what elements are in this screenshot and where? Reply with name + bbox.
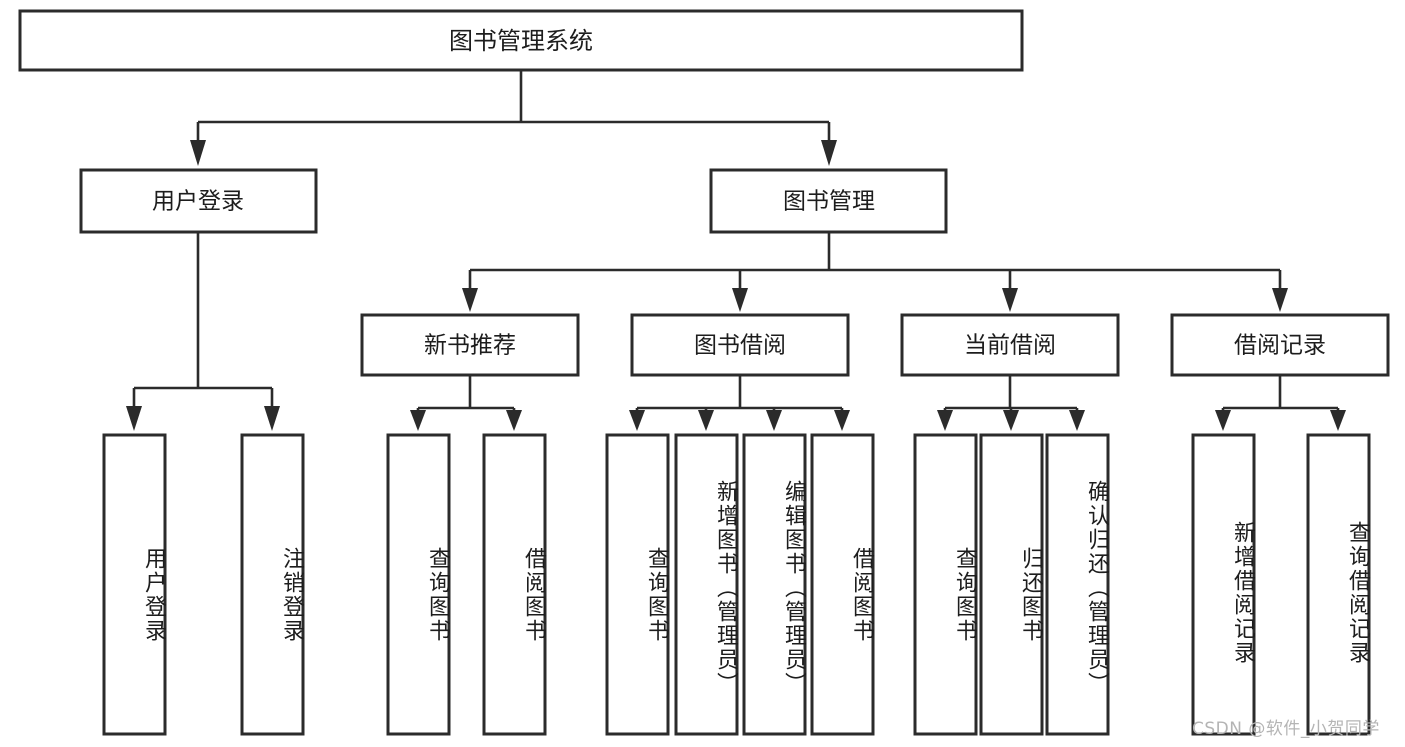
node-borrow-record-box[interactable] xyxy=(1170,313,1390,377)
node-new-book-recommend-box[interactable] xyxy=(360,313,580,377)
node-current-borrow[interactable]: 当前借阅 xyxy=(900,313,1120,377)
node-current-borrow-box[interactable] xyxy=(900,313,1120,377)
leaf-box-return-book[interactable] xyxy=(979,433,1044,736)
leaf-box-query-book-3[interactable] xyxy=(913,433,978,736)
leaf-box-query-book-2[interactable] xyxy=(605,433,670,736)
arrow-leaf-add-record xyxy=(1215,410,1231,431)
node-book-management-label: 图书管理 xyxy=(783,189,875,215)
leaf-box-edit-book[interactable] xyxy=(742,433,807,736)
leaf-box-borrow-book-2[interactable] xyxy=(810,433,875,736)
leaf-box-logout[interactable] xyxy=(240,433,305,736)
arrow-leaf-query-book-3 xyxy=(937,410,953,431)
arrow-leaf-return-book xyxy=(1003,410,1019,431)
node-root-label: 图书管理系统 xyxy=(449,27,593,55)
arrow-to-book-borrow xyxy=(732,288,748,312)
arrow-to-borrow-record xyxy=(1272,288,1288,312)
node-book-borrow[interactable]: 图书借阅 xyxy=(630,313,850,377)
arrow-leaf-query-book-1 xyxy=(410,410,426,431)
leaf-box-group xyxy=(102,433,1371,736)
arrow-to-current-borrow xyxy=(1002,288,1018,312)
node-book-borrow-label: 图书借阅 xyxy=(694,333,786,359)
leaf-box-borrow-book-1[interactable] xyxy=(482,433,547,736)
node-user-login[interactable]: 用户登录 xyxy=(79,168,318,234)
node-root[interactable]: 图书管理系统 xyxy=(18,9,1024,72)
node-current-borrow-label: 当前借阅 xyxy=(964,333,1056,359)
arrow-leaf-add-book xyxy=(698,410,714,431)
node-new-book-recommend[interactable]: 新书推荐 xyxy=(360,313,580,377)
arrow-leaf-borrow-book-2 xyxy=(834,410,850,431)
csdn-watermark: CSDN @软件_小贺同学 xyxy=(1192,719,1380,739)
leaf-box-add-book[interactable] xyxy=(674,433,739,736)
arrow-leaf-query-record xyxy=(1330,410,1346,431)
node-new-book-recommend-label: 新书推荐 xyxy=(424,333,516,359)
node-user-login-box[interactable] xyxy=(79,168,318,234)
arrow-leaf-query-book-2 xyxy=(629,410,645,431)
arrow-leaf-borrow-book-1 xyxy=(506,410,522,431)
node-user-login-label: 用户登录 xyxy=(152,189,244,215)
leaf-box-add-record[interactable] xyxy=(1191,433,1256,736)
node-book-management-box[interactable] xyxy=(709,168,948,234)
leaf-box-confirm-return[interactable] xyxy=(1045,433,1110,736)
arrow-leaf-confirm-return xyxy=(1069,410,1085,431)
arrow-leaf-logout xyxy=(264,406,280,431)
leaf-box-query-book-1[interactable] xyxy=(386,433,451,736)
connector-group xyxy=(126,70,1346,431)
arrow-to-new-book-rec xyxy=(462,288,478,312)
node-borrow-record-label: 借阅记录 xyxy=(1234,333,1326,359)
node-root-box[interactable] xyxy=(18,9,1024,72)
node-book-borrow-box[interactable] xyxy=(630,313,850,377)
arrow-to-book-mgmt xyxy=(821,140,837,166)
arrow-to-user-login xyxy=(190,140,206,166)
node-borrow-record[interactable]: 借阅记录 xyxy=(1170,313,1390,377)
node-book-management[interactable]: 图书管理 xyxy=(709,168,948,234)
leaf-box-user-login[interactable] xyxy=(102,433,167,736)
leaf-box-query-record[interactable] xyxy=(1306,433,1371,736)
arrow-leaf-edit-book xyxy=(766,410,782,431)
arrow-leaf-user-login xyxy=(126,406,142,431)
